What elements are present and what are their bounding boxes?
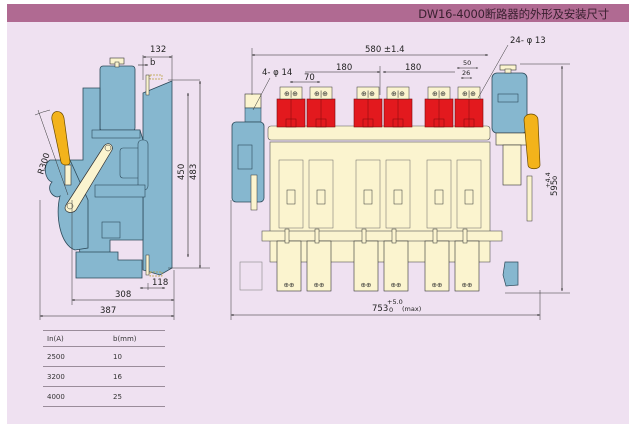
dim-180-b: 180 (405, 63, 421, 73)
dim-26: 26 (462, 69, 470, 77)
front-top-plate (267, 125, 491, 141)
header-b: b(mm) (109, 330, 165, 347)
dim-753-tol-lower: 0 (389, 306, 393, 314)
table-row: 4000 25 (43, 386, 165, 407)
dim-308: 308 (115, 290, 131, 300)
front-view: ⊕⊕ ⊕⊕ ⊕⊕ ⊕⊕ ⊕⊕ ⊕⊕ ⊕|⊕ ⊕|⊕ ⊕|⊕ ⊕|⊕ ⊕|⊕ ⊕|⊕ 580 ±1.4… (230, 36, 570, 320)
table-row: 2500 10 (43, 346, 165, 367)
cell-in: 2500 (43, 346, 109, 367)
front-right-motor (491, 72, 528, 134)
cell-in: 3200 (43, 366, 109, 387)
bottom-terminal (276, 240, 302, 292)
dim-132: 132 (150, 45, 166, 55)
dim-595: 595 (550, 180, 560, 196)
dim-180-a: 180 (336, 63, 352, 73)
cell-b: 16 (109, 366, 165, 387)
dim-580: 580 ±1.4 (365, 45, 405, 55)
dim-753-tol-upper: +5.0 (387, 298, 403, 306)
front-handle-icon (523, 113, 541, 170)
terminal-screw-plate (386, 86, 410, 100)
side-view: 132 b 450 483 R300 118 308 387 (34, 45, 210, 320)
terminal-screw-plate (427, 86, 451, 100)
bottom-screw-icon: ⊕⊕ (284, 281, 295, 289)
dim-387: 387 (100, 306, 116, 316)
header-bar: DW16-4000断路器的外形及安装尺寸 (7, 4, 629, 22)
pole-body (426, 159, 452, 229)
pole-body (278, 159, 304, 229)
dim-118: 118 (152, 278, 168, 288)
side-lower-block (75, 251, 143, 279)
dim-b: b (150, 58, 155, 68)
table-row: 3200 16 (43, 366, 165, 387)
terminal-screw-icon: ⊕|⊕ (361, 90, 375, 98)
terminal-screw-icon: ⊕|⊕ (462, 90, 476, 98)
bottom-terminal (353, 240, 379, 292)
bottom-screw-icon: ⊕⊕ (314, 281, 325, 289)
dim-50: 50 (463, 59, 471, 67)
pole-body (456, 159, 482, 229)
front-right-foot (502, 261, 519, 287)
pole-body (385, 159, 411, 229)
dim-595-tol-upper: +4.4 (544, 172, 552, 188)
front-shaft (261, 230, 503, 242)
header-in: In(A) (43, 330, 109, 347)
cell-b: 10 (109, 346, 165, 367)
cell-in: 4000 (43, 386, 109, 407)
dim-753-note: (max) (402, 305, 421, 313)
dim-483: 483 (189, 164, 199, 180)
terminal-screw-icon: ⊕|⊕ (391, 90, 405, 98)
side-crank-arm (64, 143, 113, 213)
bottom-screw-icon: ⊕⊕ (462, 281, 473, 289)
bottom-terminal (306, 240, 332, 292)
dim-hole-left: 4- φ 14 (262, 68, 292, 78)
page-title: DW16-4000断路器的外形及安装尺寸 (418, 7, 609, 21)
terminal-screw-plate (457, 86, 481, 100)
terminal-screw-plate (356, 86, 380, 100)
side-handle-icon (51, 111, 71, 166)
dim-595-tol-lower: 0 (551, 176, 559, 180)
bottom-terminal (454, 240, 480, 292)
dim-70: 70 (304, 73, 315, 83)
pole-body (355, 159, 381, 229)
dim-hole-right: 24- φ 13 (510, 36, 546, 46)
side-back-plate (142, 80, 173, 276)
front-left-accessory (231, 121, 265, 203)
spec-table-header: In(A) b(mm) (43, 330, 165, 347)
cell-b: 25 (109, 386, 165, 407)
terminal-screw-plate (309, 86, 333, 100)
dim-753: 753 (372, 304, 388, 314)
bottom-screw-icon: ⊕⊕ (391, 281, 402, 289)
bottom-terminal (383, 240, 409, 292)
side-upper-body (99, 65, 136, 132)
pole-body (308, 159, 334, 229)
dim-450: 450 (177, 164, 187, 180)
terminal-screw-icon: ⊕|⊕ (432, 90, 446, 98)
terminal-screw-icon: ⊕|⊕ (284, 90, 298, 98)
terminal-screw-icon: ⊕|⊕ (314, 90, 328, 98)
bottom-screw-icon: ⊕⊕ (432, 281, 443, 289)
front-left-accessory-top (244, 93, 262, 109)
bottom-screw-icon: ⊕⊕ (361, 281, 372, 289)
terminal-screw-plate (279, 86, 303, 100)
spec-table: In(A) b(mm) 2500 10 3200 16 4000 25 (43, 330, 165, 407)
